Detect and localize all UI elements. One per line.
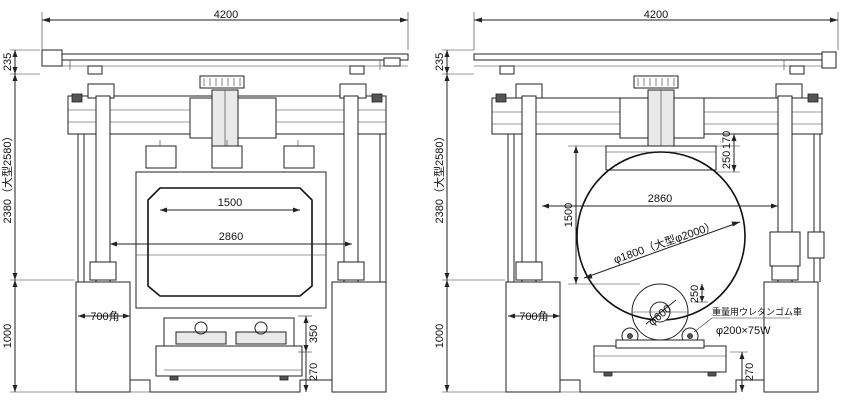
right-pedestals: 700角 [505, 281, 819, 393]
right-platen-height-b-label: 250 [721, 151, 733, 169]
left-top-height-label: 235 [2, 53, 14, 71]
right-drop-height-label: 1500 [563, 203, 575, 227]
left-test-frame [135, 171, 327, 309]
left-frame-inner-width-label: 1500 [218, 197, 242, 209]
left-pedestals: 700角 [75, 281, 387, 393]
right-base-height-label: 1000 [434, 324, 446, 348]
right-dim-gap: 250 [689, 284, 708, 303]
right-platen [605, 145, 717, 171]
left-table-height-label: 350 [308, 325, 320, 343]
right-wheel-note: 重量用ウレタンゴム車 φ200×75W [693, 306, 802, 337]
right-tire-diameter-label: φ1800（大型φ2000） [612, 218, 718, 266]
left-dim-overall-width: 4200 [41, 9, 409, 50]
left-pedestal-label: 700角 [90, 310, 119, 323]
right-platen-height-a-label: 170 [721, 131, 733, 149]
left-view: 4200 235 2380（大型2580） 1000 [0, 9, 409, 393]
right-overall-width-label: 4200 [644, 9, 668, 21]
right-top-height-label: 235 [434, 53, 446, 71]
right-tire [576, 151, 746, 321]
left-column-height-label: 2380（大型2580） [0, 131, 14, 224]
right-view: 4200 235 2380（大型2580） 1000 [432, 9, 839, 393]
left-bed [130, 317, 332, 393]
right-gap-height-label: 250 [689, 285, 701, 303]
left-dim-frame-outer: 2860 [110, 231, 352, 247]
left-overall-width-label: 4200 [214, 9, 238, 21]
right-wheel-label: 重量用ウレタンゴム車 [712, 306, 802, 318]
right-pedestal-label: 700角 [519, 310, 548, 323]
right-tire-width-label: 2860 [648, 193, 672, 205]
right-dim-bed: 270 [730, 351, 756, 392]
right-motor [633, 75, 679, 89]
right-dim-tire-width: 2860 [542, 193, 778, 209]
right-column-height-label: 2380（大型2580） [432, 131, 446, 224]
left-weights [145, 140, 315, 169]
right-drum: φ600 [631, 283, 689, 341]
right-dim-drop: 1500 [563, 145, 640, 285]
left-columns [77, 95, 387, 283]
right-dim-platen: 170 250 [716, 131, 740, 173]
left-top-rail [41, 49, 409, 75]
right-bed-height-label: 270 [744, 363, 756, 381]
left-base-height-label: 1000 [2, 324, 14, 348]
right-dim-overall-width: 4200 [473, 9, 839, 50]
right-dim-tire-diameter: φ1800（大型φ2000） [583, 218, 741, 279]
right-columns [507, 95, 825, 283]
left-bed-height-label: 270 [308, 363, 320, 381]
left-frame-outer-width-label: 2860 [219, 231, 243, 243]
left-dim-table: 350 270 [298, 315, 320, 392]
left-dim-frame-inner: 1500 [160, 197, 300, 213]
right-bed [560, 339, 764, 393]
right-dim-vertical-chain: 235 2380（大型2580） 1000 [432, 49, 580, 393]
left-spindle-head [189, 75, 277, 147]
left-dim-vertical-chain: 235 2380（大型2580） 1000 [0, 49, 150, 393]
right-top-rail [473, 51, 837, 75]
right-crossbeam [491, 83, 823, 147]
right-wheel-size-label: φ200×75W [716, 325, 771, 337]
